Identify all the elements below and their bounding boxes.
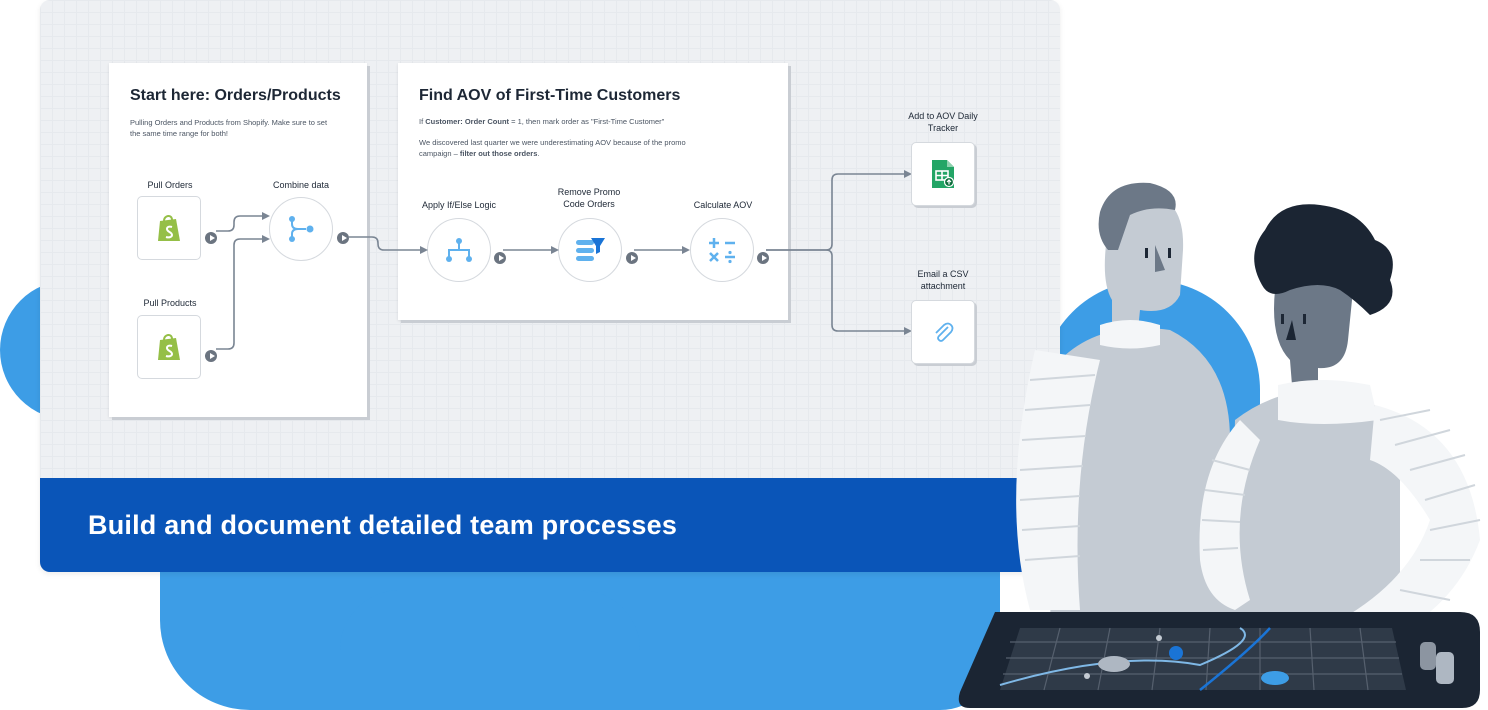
calculate-aov-label: Calculate AOV (693, 200, 753, 210)
merge-icon (289, 216, 314, 242)
workflow-canvas: Start here: Orders/Products Pulling Orde… (40, 0, 1060, 572)
workflow-connectors (216, 170, 912, 350)
pull-orders-label: Pull Orders (147, 180, 193, 190)
paperclip-icon (935, 322, 954, 342)
pull-products-label: Pull Products (143, 298, 197, 308)
run-pull-products-button[interactable] (205, 350, 217, 362)
tracker-label: Add to AOV Daily Tracker (908, 111, 978, 133)
illustration-table (958, 612, 1480, 708)
run-calculate-aov-button[interactable] (757, 252, 769, 264)
panel-description: Pulling Orders and Products from Shopify… (130, 118, 328, 138)
math-operators-icon (709, 238, 735, 264)
pull-products-node[interactable] (137, 315, 201, 379)
background-blob-bottom-lobe (340, 590, 640, 708)
calculate-aov-node[interactable] (690, 218, 754, 282)
panel-title: Find AOV of First-Time Customers (419, 87, 681, 104)
shopify-icon (158, 215, 180, 241)
panel-find-aov: Find AOV of First-Time Customers If Cust… (398, 63, 788, 320)
google-sheets-icon (932, 160, 955, 188)
filter-icon (576, 238, 605, 261)
remove-promo-node[interactable] (558, 218, 622, 282)
run-combine-button[interactable] (337, 232, 349, 244)
remove-promo-label: Remove Promo Code Orders (557, 187, 621, 209)
pull-orders-node[interactable] (137, 196, 201, 260)
panel-title: Start here: Orders/Products (130, 87, 341, 104)
run-pull-orders-button[interactable] (205, 232, 217, 244)
run-remove-promo-button[interactable] (626, 252, 638, 264)
illustration-woman (1199, 204, 1481, 677)
tracker-node[interactable] (911, 142, 975, 206)
combine-data-label: Combine data (272, 180, 330, 190)
panel-description-rule: If Customer: Order Count = 1, then mark … (419, 117, 665, 126)
shopify-icon (158, 334, 180, 360)
caption-banner: Build and document detailed team process… (40, 478, 1060, 572)
email-label: Email a CSV attachment (917, 269, 969, 291)
caption-text: Build and document detailed team process… (88, 510, 678, 540)
run-apply-logic-button[interactable] (494, 252, 506, 264)
panel-description-note: We discovered last quarter we were under… (419, 138, 686, 158)
apply-logic-label: Apply If/Else Logic (421, 200, 497, 210)
illustration-man (1016, 182, 1240, 621)
email-node[interactable] (911, 300, 975, 364)
branch-icon (446, 238, 472, 262)
combine-data-node[interactable] (269, 197, 333, 261)
